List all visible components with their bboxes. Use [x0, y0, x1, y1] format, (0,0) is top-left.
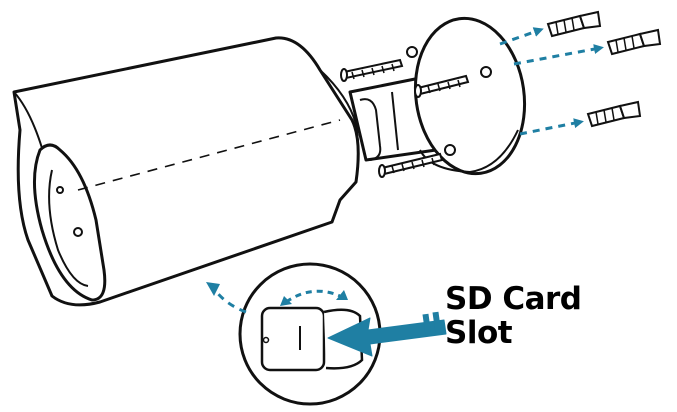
cover-rotate-arrow: [285, 289, 341, 304]
arrow-to-anchor-1: [499, 27, 544, 46]
camera-seam-line: [77, 119, 341, 191]
wall-anchor-3: [586, 100, 642, 128]
detail-circle: [238, 262, 382, 406]
wall-anchor-2: [606, 28, 662, 56]
callout-line-2: Slot: [445, 315, 513, 351]
sd-card-slot-callout: SD Card Slot: [445, 282, 582, 350]
sd-card-cover: [260, 306, 326, 372]
screw-top: [340, 58, 404, 82]
screw-bottom: [378, 152, 444, 178]
arrow-to-anchor-2: [513, 44, 604, 66]
sd-slot-pointer-arrow: [327, 311, 447, 357]
wall-anchor-1: [546, 10, 602, 38]
detail-to-camera-arrow: [210, 285, 247, 314]
direction-arrows: [499, 27, 604, 136]
callout-line-1: SD Card: [445, 281, 582, 317]
wall-base-plate: [406, 16, 527, 176]
screw-middle: [414, 74, 470, 98]
arrow-to-anchor-3: [519, 118, 584, 136]
camera-body: [12, 36, 360, 307]
